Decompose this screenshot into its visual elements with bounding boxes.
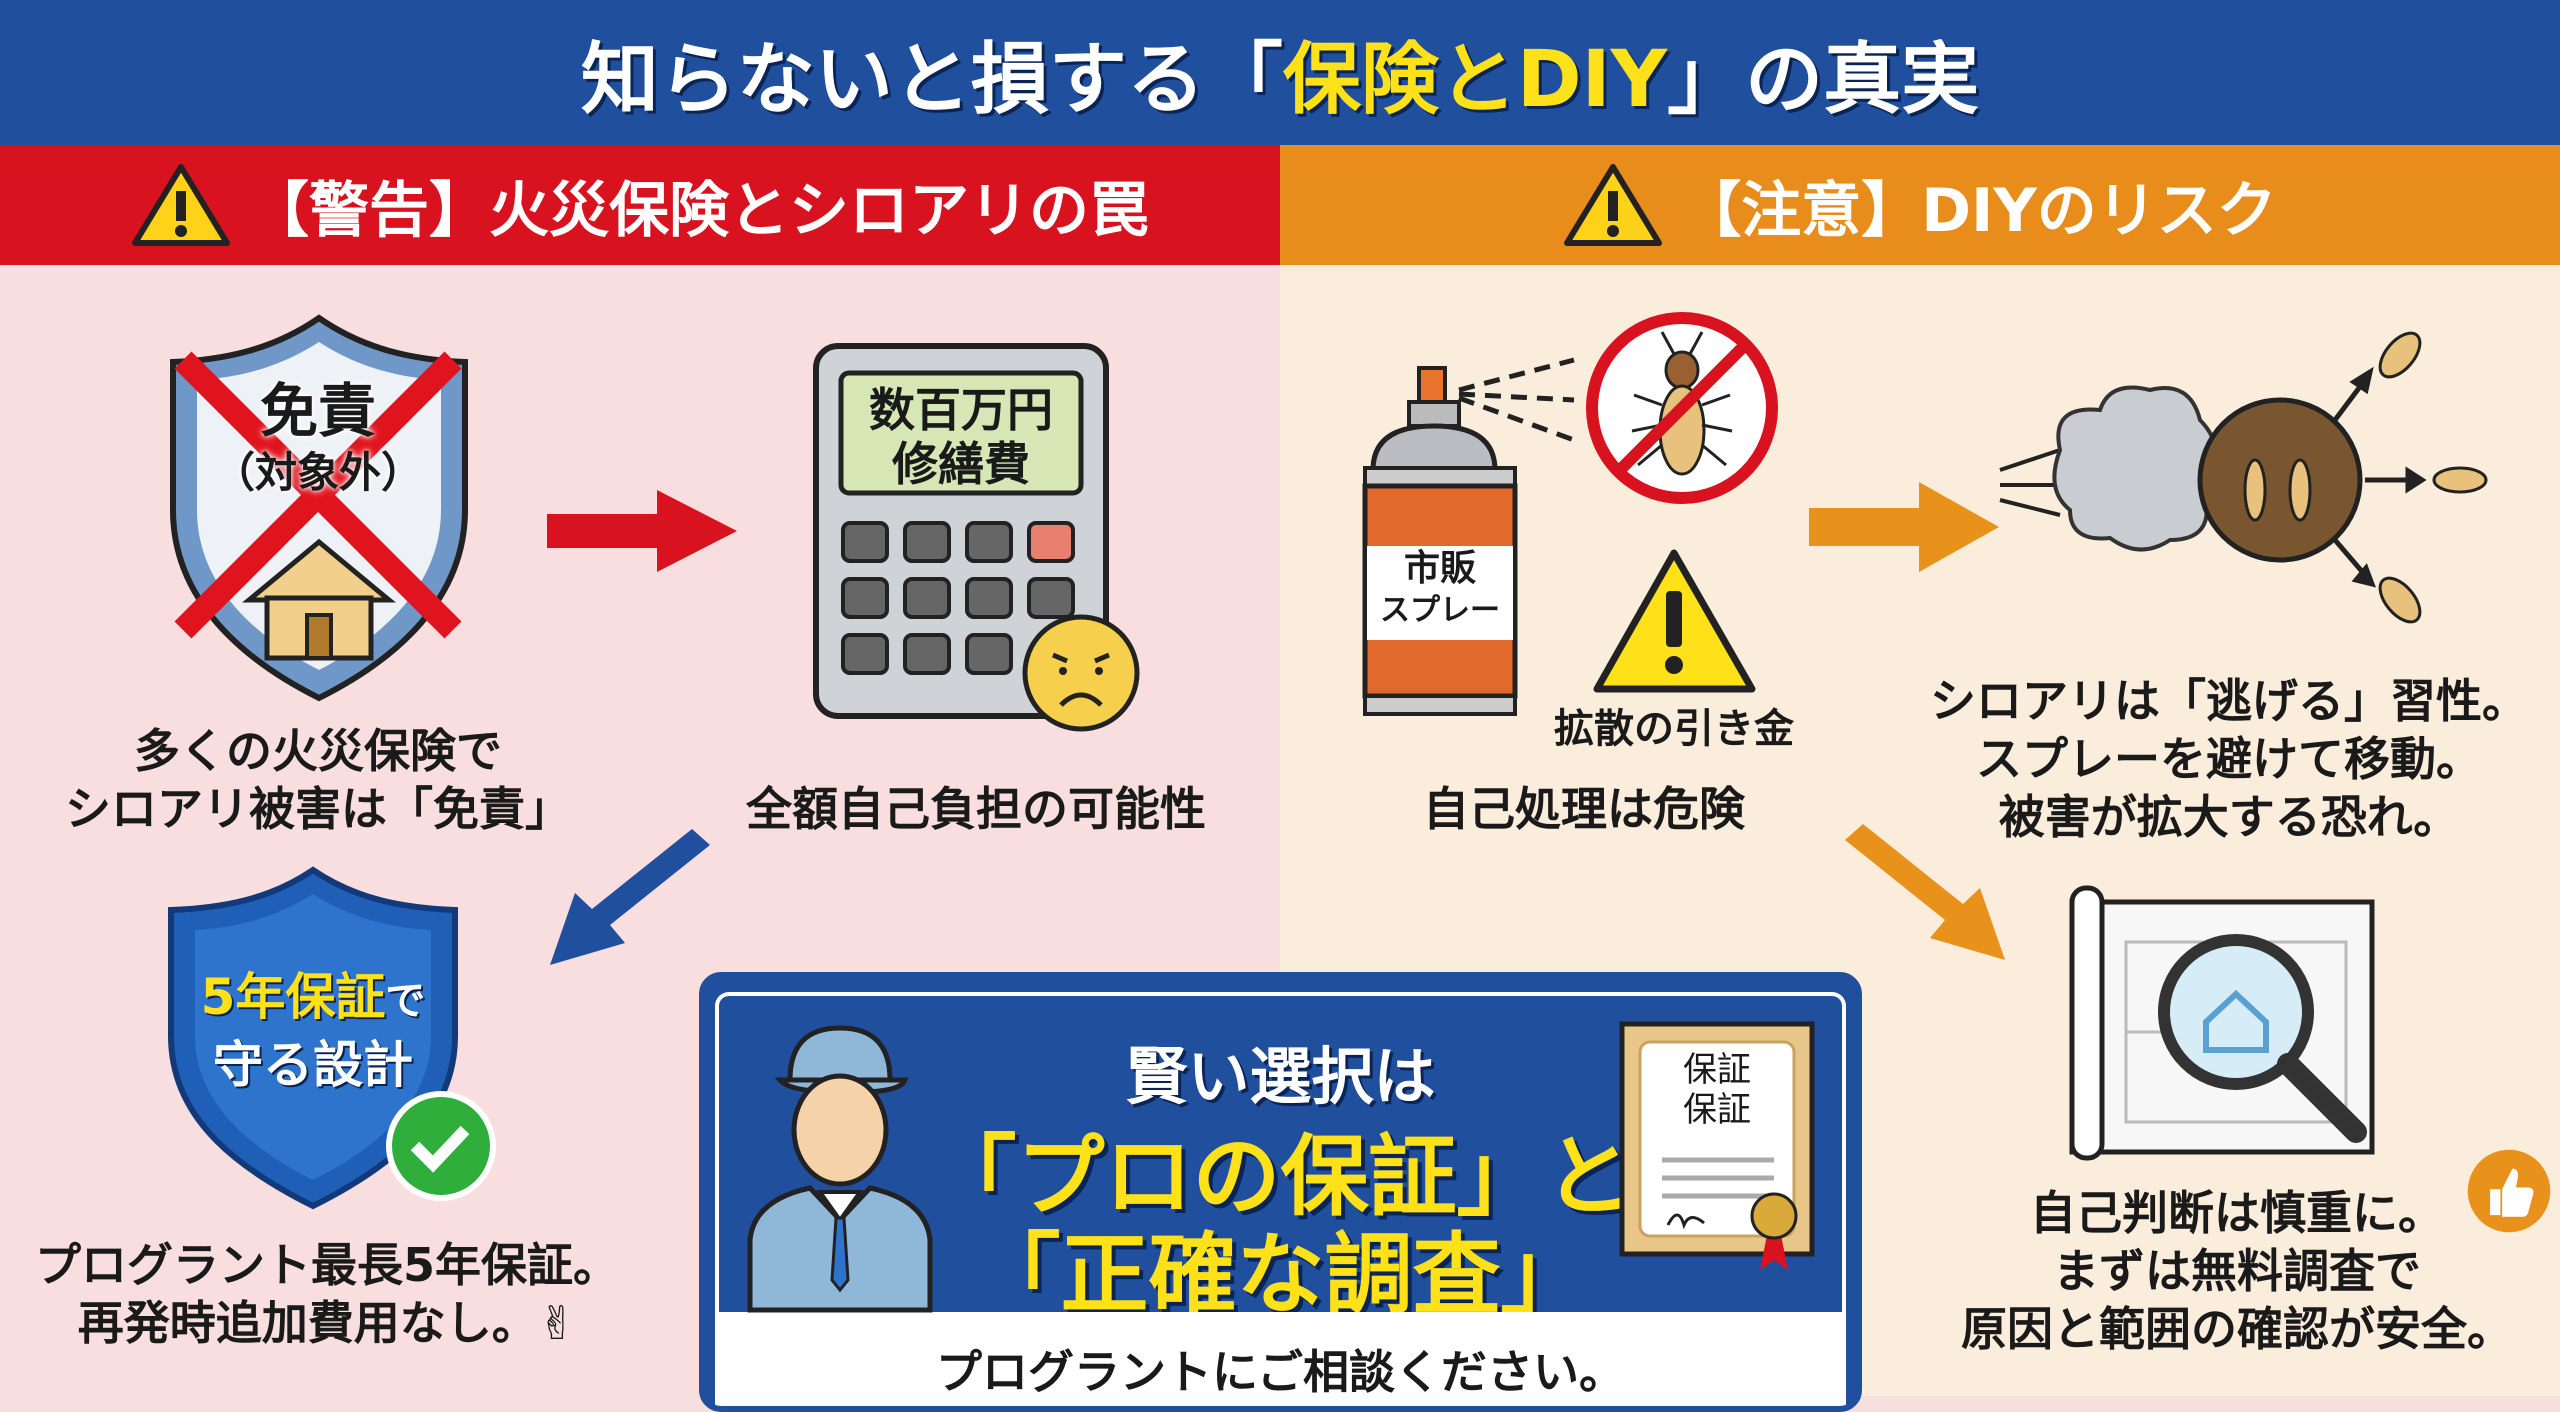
no-termite-icon	[1586, 312, 1778, 504]
shield-caption: 多くの火災保険でシロアリ被害は「免責」	[65, 724, 571, 836]
warning-section-header: 【警告】火災保険とシロアリの罠	[0, 145, 1280, 265]
warning-header-text: 【警告】火災保険とシロアリの罠	[249, 175, 1149, 246]
guarantee-shield-text: 5年保証で守る設計	[200, 968, 426, 1094]
arrow-right-icon	[547, 490, 737, 572]
inspection-magnifier-icon	[2069, 885, 2375, 1161]
technician-icon	[747, 1025, 933, 1313]
calculator-caption: 全額自己負担の可能性	[746, 782, 1206, 836]
spray-caption: 自己処理は危険	[1423, 782, 1745, 836]
caution-section-header: 【注意】DIYのリスク	[1280, 145, 2560, 265]
spread-caption: シロアリは「逃げる」習性。スプレーを避けて移動。被害が拡大する恐れ。	[1930, 674, 2528, 844]
certificate-text: 保証保証	[1683, 1050, 1751, 1130]
termites-fleeing-icon	[1999, 331, 2488, 624]
shield-exempt-label: 免責（対象外）	[212, 377, 424, 497]
thumbs-up-icon	[2467, 1149, 2551, 1233]
cta-footer-text: プログラントにご相談ください。	[935, 1345, 1626, 1399]
title-pre: 知らないと損する「	[580, 34, 1283, 125]
cta-lead: 賢い選択は	[1125, 1040, 1436, 1113]
warning-icon	[132, 164, 230, 246]
guarantee-shield-icon	[168, 866, 496, 1210]
warning-icon	[1564, 164, 1663, 246]
title-post: 」の真実	[1667, 34, 1980, 125]
sad-face-icon	[1022, 614, 1140, 732]
spray-can-icon	[1362, 357, 1575, 716]
arrow-right-icon	[1809, 482, 1999, 572]
inspect-caption: 自己判断は慎重に。まずは無料調査で原因と範囲の確認が安全。	[1961, 1186, 2513, 1356]
spray-label: 市販スプレー	[1380, 548, 1500, 628]
caution-header-text: 【注意】DIYのリスク	[1681, 175, 2277, 246]
certificate-icon	[1619, 1021, 1815, 1270]
calculator-icon	[813, 343, 1140, 732]
calculator-screen-text: 数百万円修繕費	[869, 383, 1053, 491]
arrow-down-left-icon	[550, 829, 710, 965]
warning-caption: 拡散の引き金	[1554, 706, 1794, 752]
cta-headline-2: 「正確な調査」	[972, 1223, 1589, 1326]
page-title: 知らないと損する「保険とDIY」の真実	[0, 0, 2560, 145]
cta-headline-1: 「プロの保証」と	[928, 1125, 1633, 1228]
warning-triangle-icon	[1593, 549, 1756, 693]
crossed-shield-icon	[170, 314, 468, 702]
cta-footer-area	[719, 1312, 1842, 1406]
guarantee-caption: プログラント最長5年保証。再発時追加費用なし。✌	[34, 1238, 620, 1350]
title-highlight: 保険とDIY	[1282, 34, 1668, 125]
checkmark-icon	[386, 1091, 496, 1201]
arrow-down-right-icon	[1845, 824, 2005, 960]
